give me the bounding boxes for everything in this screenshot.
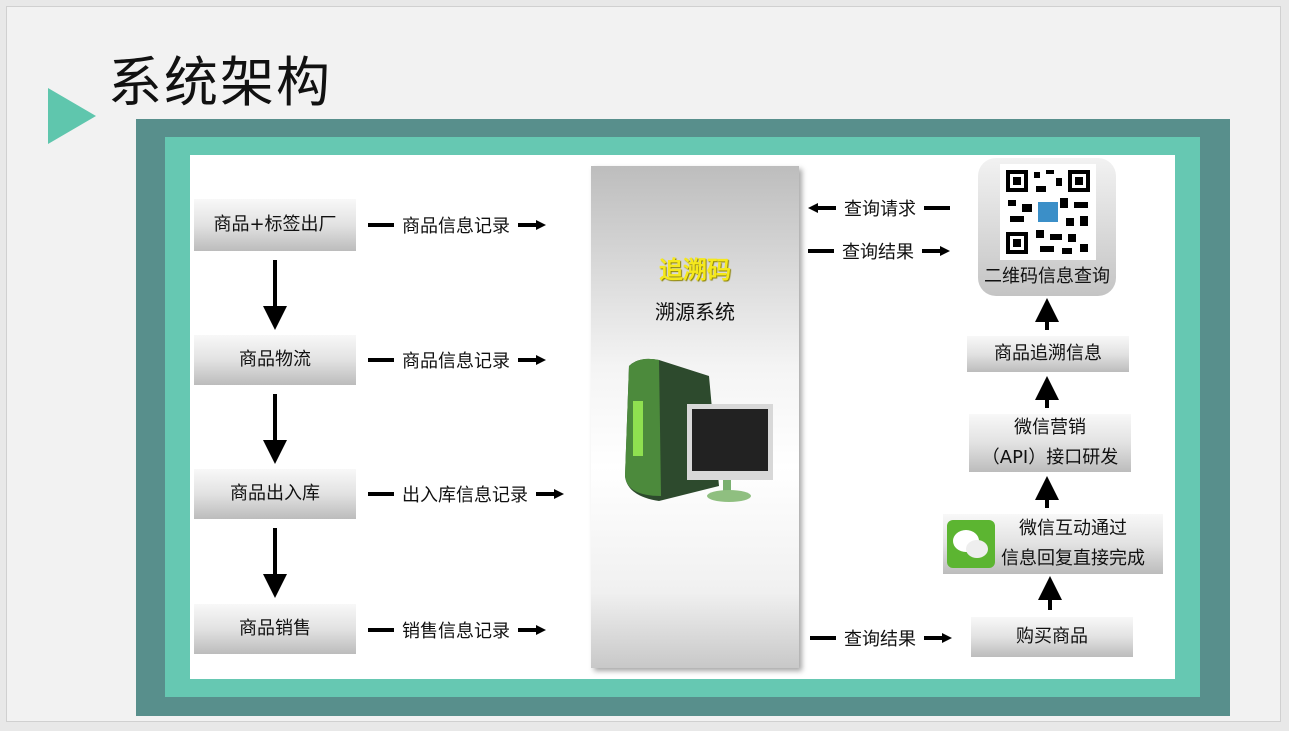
flow-warehouse-info: 出入库信息记录 xyxy=(368,481,564,507)
box-warehouse: 商品出入库 xyxy=(194,469,356,519)
box-sales: 商品销售 xyxy=(194,604,356,654)
flow-label: 商品信息记录 xyxy=(402,216,510,237)
flow-label: 查询请求 xyxy=(844,199,916,220)
wechat-line-1: 微信互动通过 xyxy=(1019,518,1127,539)
traceability-system-panel: 追溯码 溯源系统 xyxy=(591,166,799,668)
flow-product-info-1: 商品信息记录 xyxy=(368,212,546,238)
wechat-icon xyxy=(947,520,995,568)
flow-query-result-bottom: 查询结果 xyxy=(810,625,952,651)
flow-label: 销售信息记录 xyxy=(402,621,510,642)
wechat-line-2: 信息回复直接完成 xyxy=(1001,548,1145,569)
box-factory: 商品+标签出厂 xyxy=(194,199,356,251)
flow-query-request: 查询请求 xyxy=(808,195,950,221)
box-wechat-interaction: 微信互动通过 信息回复直接完成 xyxy=(943,514,1163,574)
arrow-right-icon xyxy=(518,625,546,635)
flow-label: 查询结果 xyxy=(844,629,916,650)
box-purchase: 购买商品 xyxy=(971,617,1133,657)
box-logistics: 商品物流 xyxy=(194,335,356,385)
arrow-left-icon xyxy=(808,203,836,213)
flow-label: 查询结果 xyxy=(842,242,914,263)
computer-icon xyxy=(625,358,773,502)
arrow-right-icon xyxy=(536,489,564,499)
qr-query-box: 二维码信息查询 xyxy=(978,158,1116,296)
flow-label: 商品信息记录 xyxy=(402,351,510,372)
arrow-right-icon xyxy=(518,220,546,230)
title-triangle-icon xyxy=(48,88,96,144)
page-title: 系统架构 xyxy=(108,51,332,114)
arrow-right-icon xyxy=(922,246,950,256)
flow-label: 出入库信息记录 xyxy=(402,485,528,506)
api-line-2: （API）接口研发 xyxy=(981,447,1119,468)
qr-code-icon xyxy=(1000,164,1096,260)
api-line-1: 微信营销 xyxy=(1014,417,1086,438)
box-wechat-api: 微信营销 （API）接口研发 xyxy=(969,414,1131,472)
arrow-right-icon xyxy=(518,355,546,365)
flow-sales-info: 销售信息记录 xyxy=(368,617,546,643)
flow-query-result-top: 查询结果 xyxy=(808,238,950,264)
flow-product-info-2: 商品信息记录 xyxy=(368,347,546,373)
arrow-right-icon xyxy=(924,633,952,643)
brand-name: 追溯码 xyxy=(659,256,731,284)
box-trace-info: 商品追溯信息 xyxy=(967,336,1129,372)
system-subtitle: 溯源系统 xyxy=(655,300,735,324)
qr-label: 二维码信息查询 xyxy=(984,266,1110,287)
